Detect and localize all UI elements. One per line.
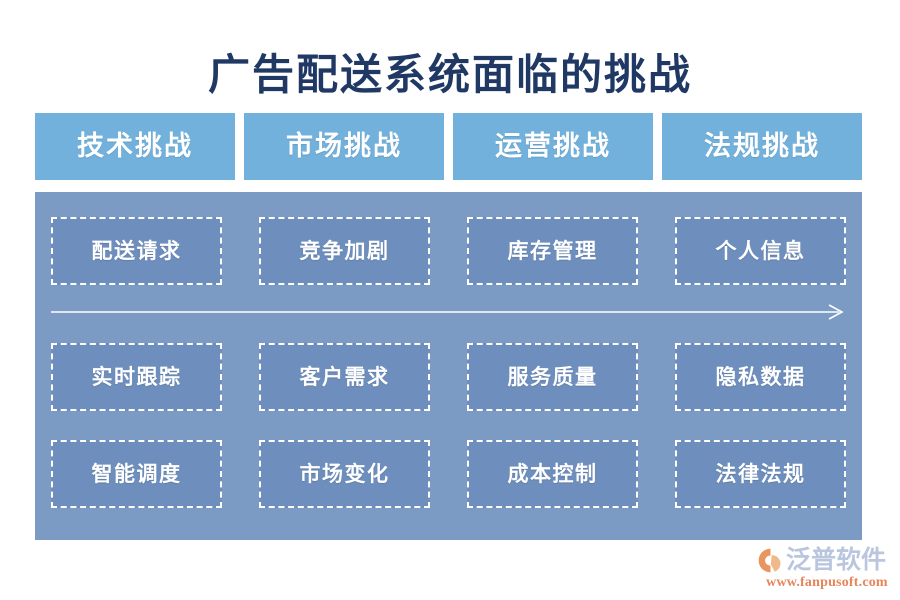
tab-label: 技术挑战 [77,131,193,161]
tab-label: 法规挑战 [704,131,820,161]
card-label: 竞争加剧 [299,238,390,263]
brand-name: 泛普软件 [786,546,887,574]
brand-logo: 泛普软件 www.fanpusoft.com [757,545,897,593]
brand-url: www.fanpusoft.com [766,575,888,590]
tab-regulation-challenge[interactable]: 法规挑战 [662,113,862,180]
card-row: 实时跟踪 客户需求 服务质量 隐私数据 [51,343,846,411]
card-label: 智能调度 [91,461,182,486]
card-item[interactable]: 隐私数据 [675,343,846,411]
page-title: 广告配送系统面临的挑战 [207,53,692,99]
card-item[interactable]: 库存管理 [467,217,638,285]
tab-technology-challenge[interactable]: 技术挑战 [35,113,235,180]
tab-label: 运营挑战 [495,131,611,161]
card-item[interactable]: 竞争加剧 [259,217,430,285]
card-item[interactable]: 服务质量 [467,343,638,411]
card-label: 服务质量 [507,364,598,389]
card-item[interactable]: 客户需求 [259,343,430,411]
content-panel: 配送请求 竞争加剧 库存管理 个人信息 实时跟踪 客户需求 [35,192,862,540]
card-item[interactable]: 实时跟踪 [51,343,222,411]
card-item[interactable]: 市场变化 [259,440,430,508]
category-tab-row: 技术挑战 市场挑战 运营挑战 法规挑战 [35,113,862,180]
card-item[interactable]: 成本控制 [467,440,638,508]
card-label: 客户需求 [299,364,390,389]
fanpu-swoosh-icon [758,548,781,572]
card-item[interactable]: 法律法规 [675,440,846,508]
card-row: 配送请求 竞争加剧 库存管理 个人信息 [51,217,846,285]
card-row: 智能调度 市场变化 成本控制 法律法规 [51,440,846,508]
card-label: 个人信息 [715,238,806,263]
card-label: 实时跟踪 [91,364,182,389]
card-label: 市场变化 [299,461,390,486]
tab-operations-challenge[interactable]: 运营挑战 [453,113,653,180]
card-item[interactable]: 智能调度 [51,440,222,508]
brand-logo-top: 泛普软件 [757,545,897,575]
card-item[interactable]: 配送请求 [51,217,222,285]
card-label: 库存管理 [507,238,598,263]
tab-market-challenge[interactable]: 市场挑战 [244,113,444,180]
card-label: 成本控制 [507,461,598,486]
progress-arrow-icon [51,304,844,320]
tab-label: 市场挑战 [286,131,402,161]
card-label: 法律法规 [715,461,806,486]
card-label: 隐私数据 [715,364,806,389]
card-label: 配送请求 [91,238,182,263]
card-item[interactable]: 个人信息 [675,217,846,285]
